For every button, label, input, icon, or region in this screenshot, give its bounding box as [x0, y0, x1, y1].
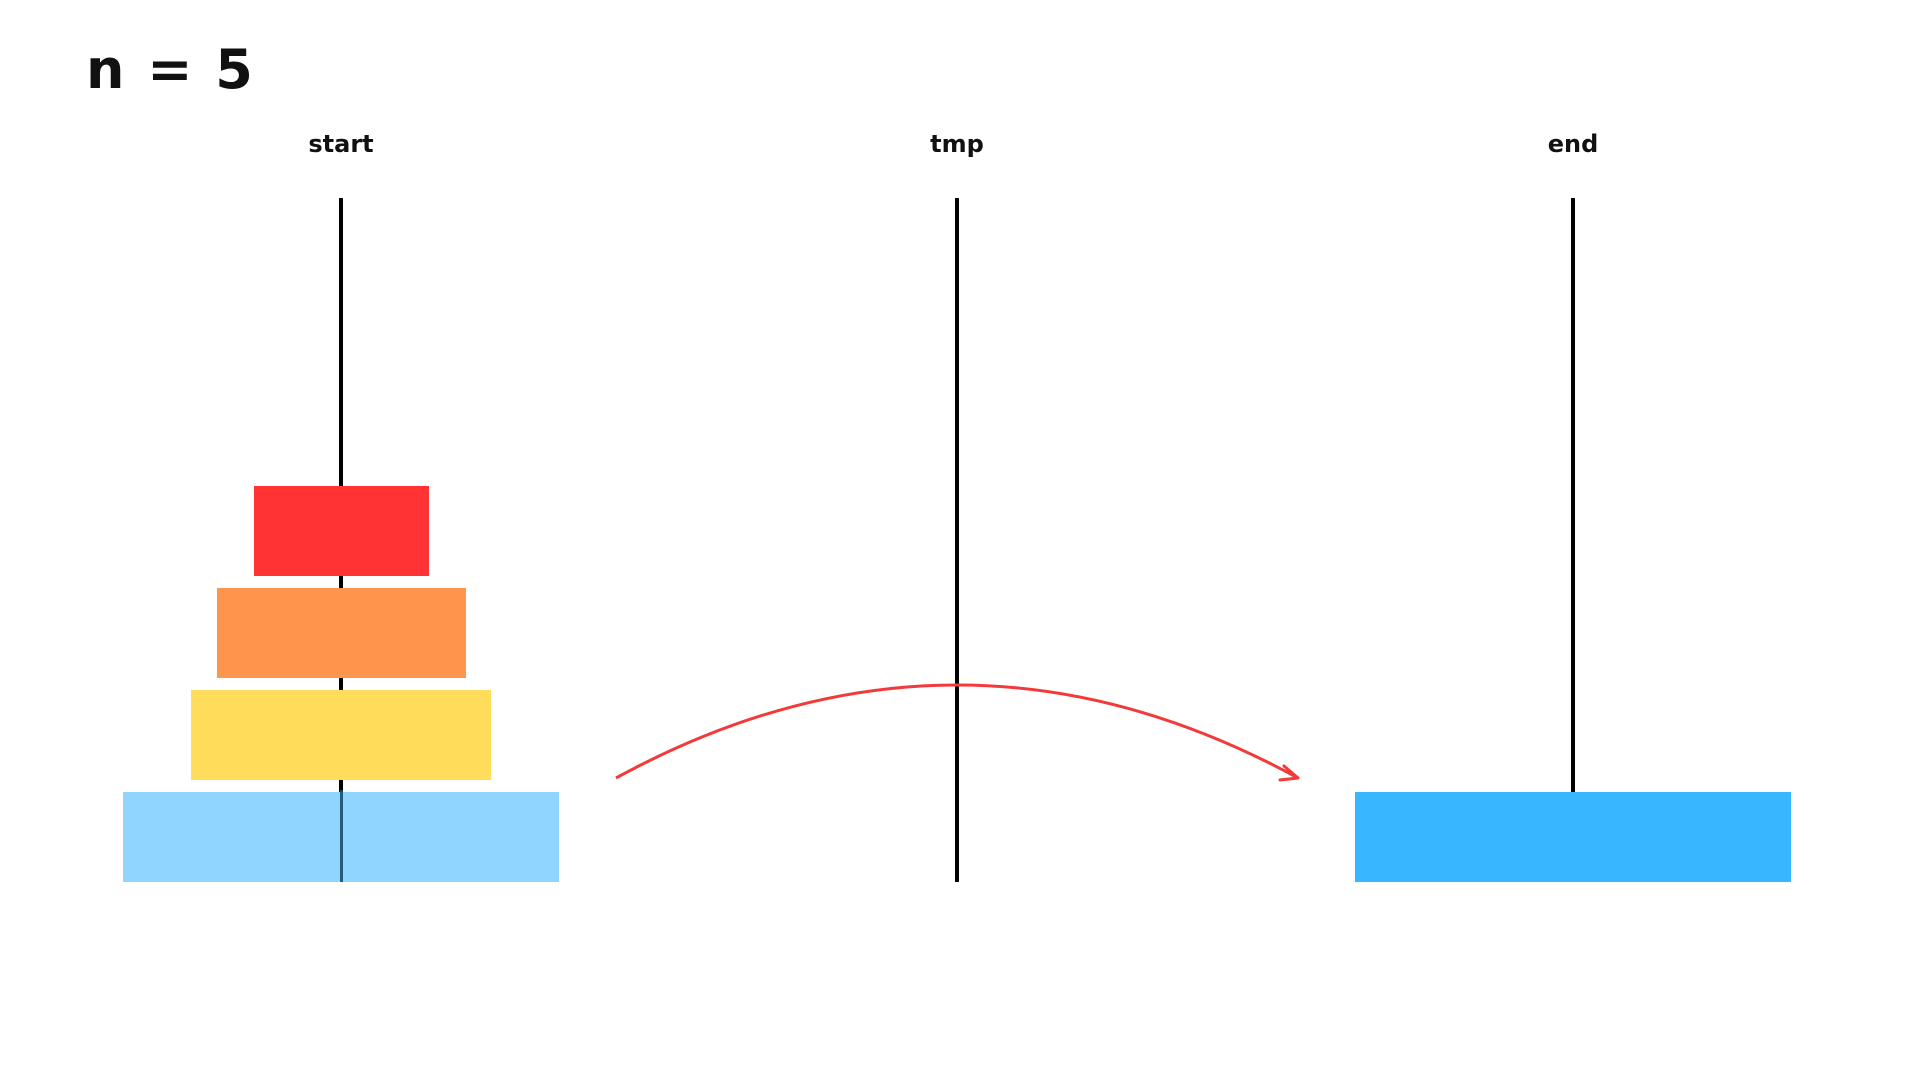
disk-5	[1355, 792, 1791, 882]
disk-1	[253, 486, 429, 576]
peg-tmp	[955, 198, 959, 882]
page-title: n = 5	[86, 38, 255, 101]
disk-3	[191, 690, 491, 780]
disk-2	[216, 588, 466, 678]
peg-start-through-ghost	[339, 790, 343, 882]
move-arrow-curve	[615, 683, 1299, 780]
peg-label-tmp: tmp	[930, 130, 984, 158]
peg-label-end: end	[1547, 130, 1599, 158]
peg-end	[1571, 198, 1575, 882]
move-arrow-head	[1278, 764, 1300, 782]
peg-label-start: start	[308, 130, 374, 158]
